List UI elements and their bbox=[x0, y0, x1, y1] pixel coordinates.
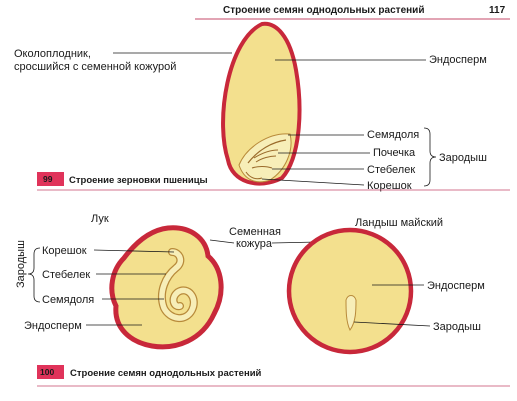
label-pericarp-line1: Околоплодник, bbox=[14, 48, 91, 60]
onion-title: Лук bbox=[91, 213, 109, 225]
label-stem-99: Стебелек bbox=[367, 164, 415, 176]
onion-label-stem: Стебелек bbox=[42, 269, 90, 281]
wheat-root bbox=[245, 171, 263, 180]
seed-coat-label-line1: Семенная bbox=[229, 226, 281, 238]
onion-embryo-vertical: Зародыш bbox=[15, 240, 27, 288]
label-cotyledon-99: Семядоля bbox=[367, 129, 419, 141]
label-root-99: Корешок bbox=[367, 180, 412, 192]
leader-seed-coat-onion bbox=[209, 239, 235, 244]
onion-label-cotyledon: Семядоля bbox=[42, 294, 94, 306]
lily-title: Ландыш майский bbox=[355, 217, 443, 229]
caption-badge-99 bbox=[37, 172, 64, 186]
onion-seed bbox=[109, 225, 224, 350]
lily-seed-coat bbox=[286, 227, 414, 355]
caption-number-99: 99 bbox=[43, 174, 53, 184]
caption-title-99: Строение зерновки пшеницы bbox=[69, 175, 208, 186]
onion-label-root: Корешок bbox=[42, 245, 87, 257]
lily-leader-embryo bbox=[353, 321, 431, 327]
page-number: 117 bbox=[489, 5, 506, 16]
seed-coat-label-line2: кожура bbox=[236, 238, 273, 250]
wheat-stem bbox=[251, 166, 273, 169]
wheat-grain bbox=[221, 21, 302, 186]
onion-embryo-brace bbox=[27, 247, 41, 303]
embryo-brace-99 bbox=[423, 127, 437, 187]
onion-label-endosperm: Эндосперм bbox=[24, 320, 82, 332]
lily-label-embryo: Зародыш bbox=[433, 321, 481, 333]
caption-badge-100 bbox=[37, 365, 64, 379]
label-embryo-99: Зародыш bbox=[439, 152, 487, 164]
wheat-bud bbox=[253, 149, 279, 163]
caption-title-100: Строение семян однодольных растений bbox=[70, 368, 262, 379]
leader-root-99 bbox=[261, 178, 365, 186]
wheat-cotyledon bbox=[247, 139, 287, 164]
label-bud-99: Почечка bbox=[373, 147, 416, 159]
lily-label-endosperm: Эндосперм bbox=[427, 280, 485, 292]
onion-leader-root bbox=[93, 249, 175, 253]
onion-embryo-fill bbox=[159, 249, 197, 321]
caption-number-100: 100 bbox=[40, 367, 54, 377]
label-pericarp-line2: сросшийся с семенной кожурой bbox=[14, 61, 176, 73]
lily-seed bbox=[286, 227, 414, 355]
label-endosperm-99: Эндосперм bbox=[429, 54, 487, 66]
header-title: Строение семян однодольных растений bbox=[223, 5, 424, 16]
lily-embryo bbox=[345, 295, 357, 331]
